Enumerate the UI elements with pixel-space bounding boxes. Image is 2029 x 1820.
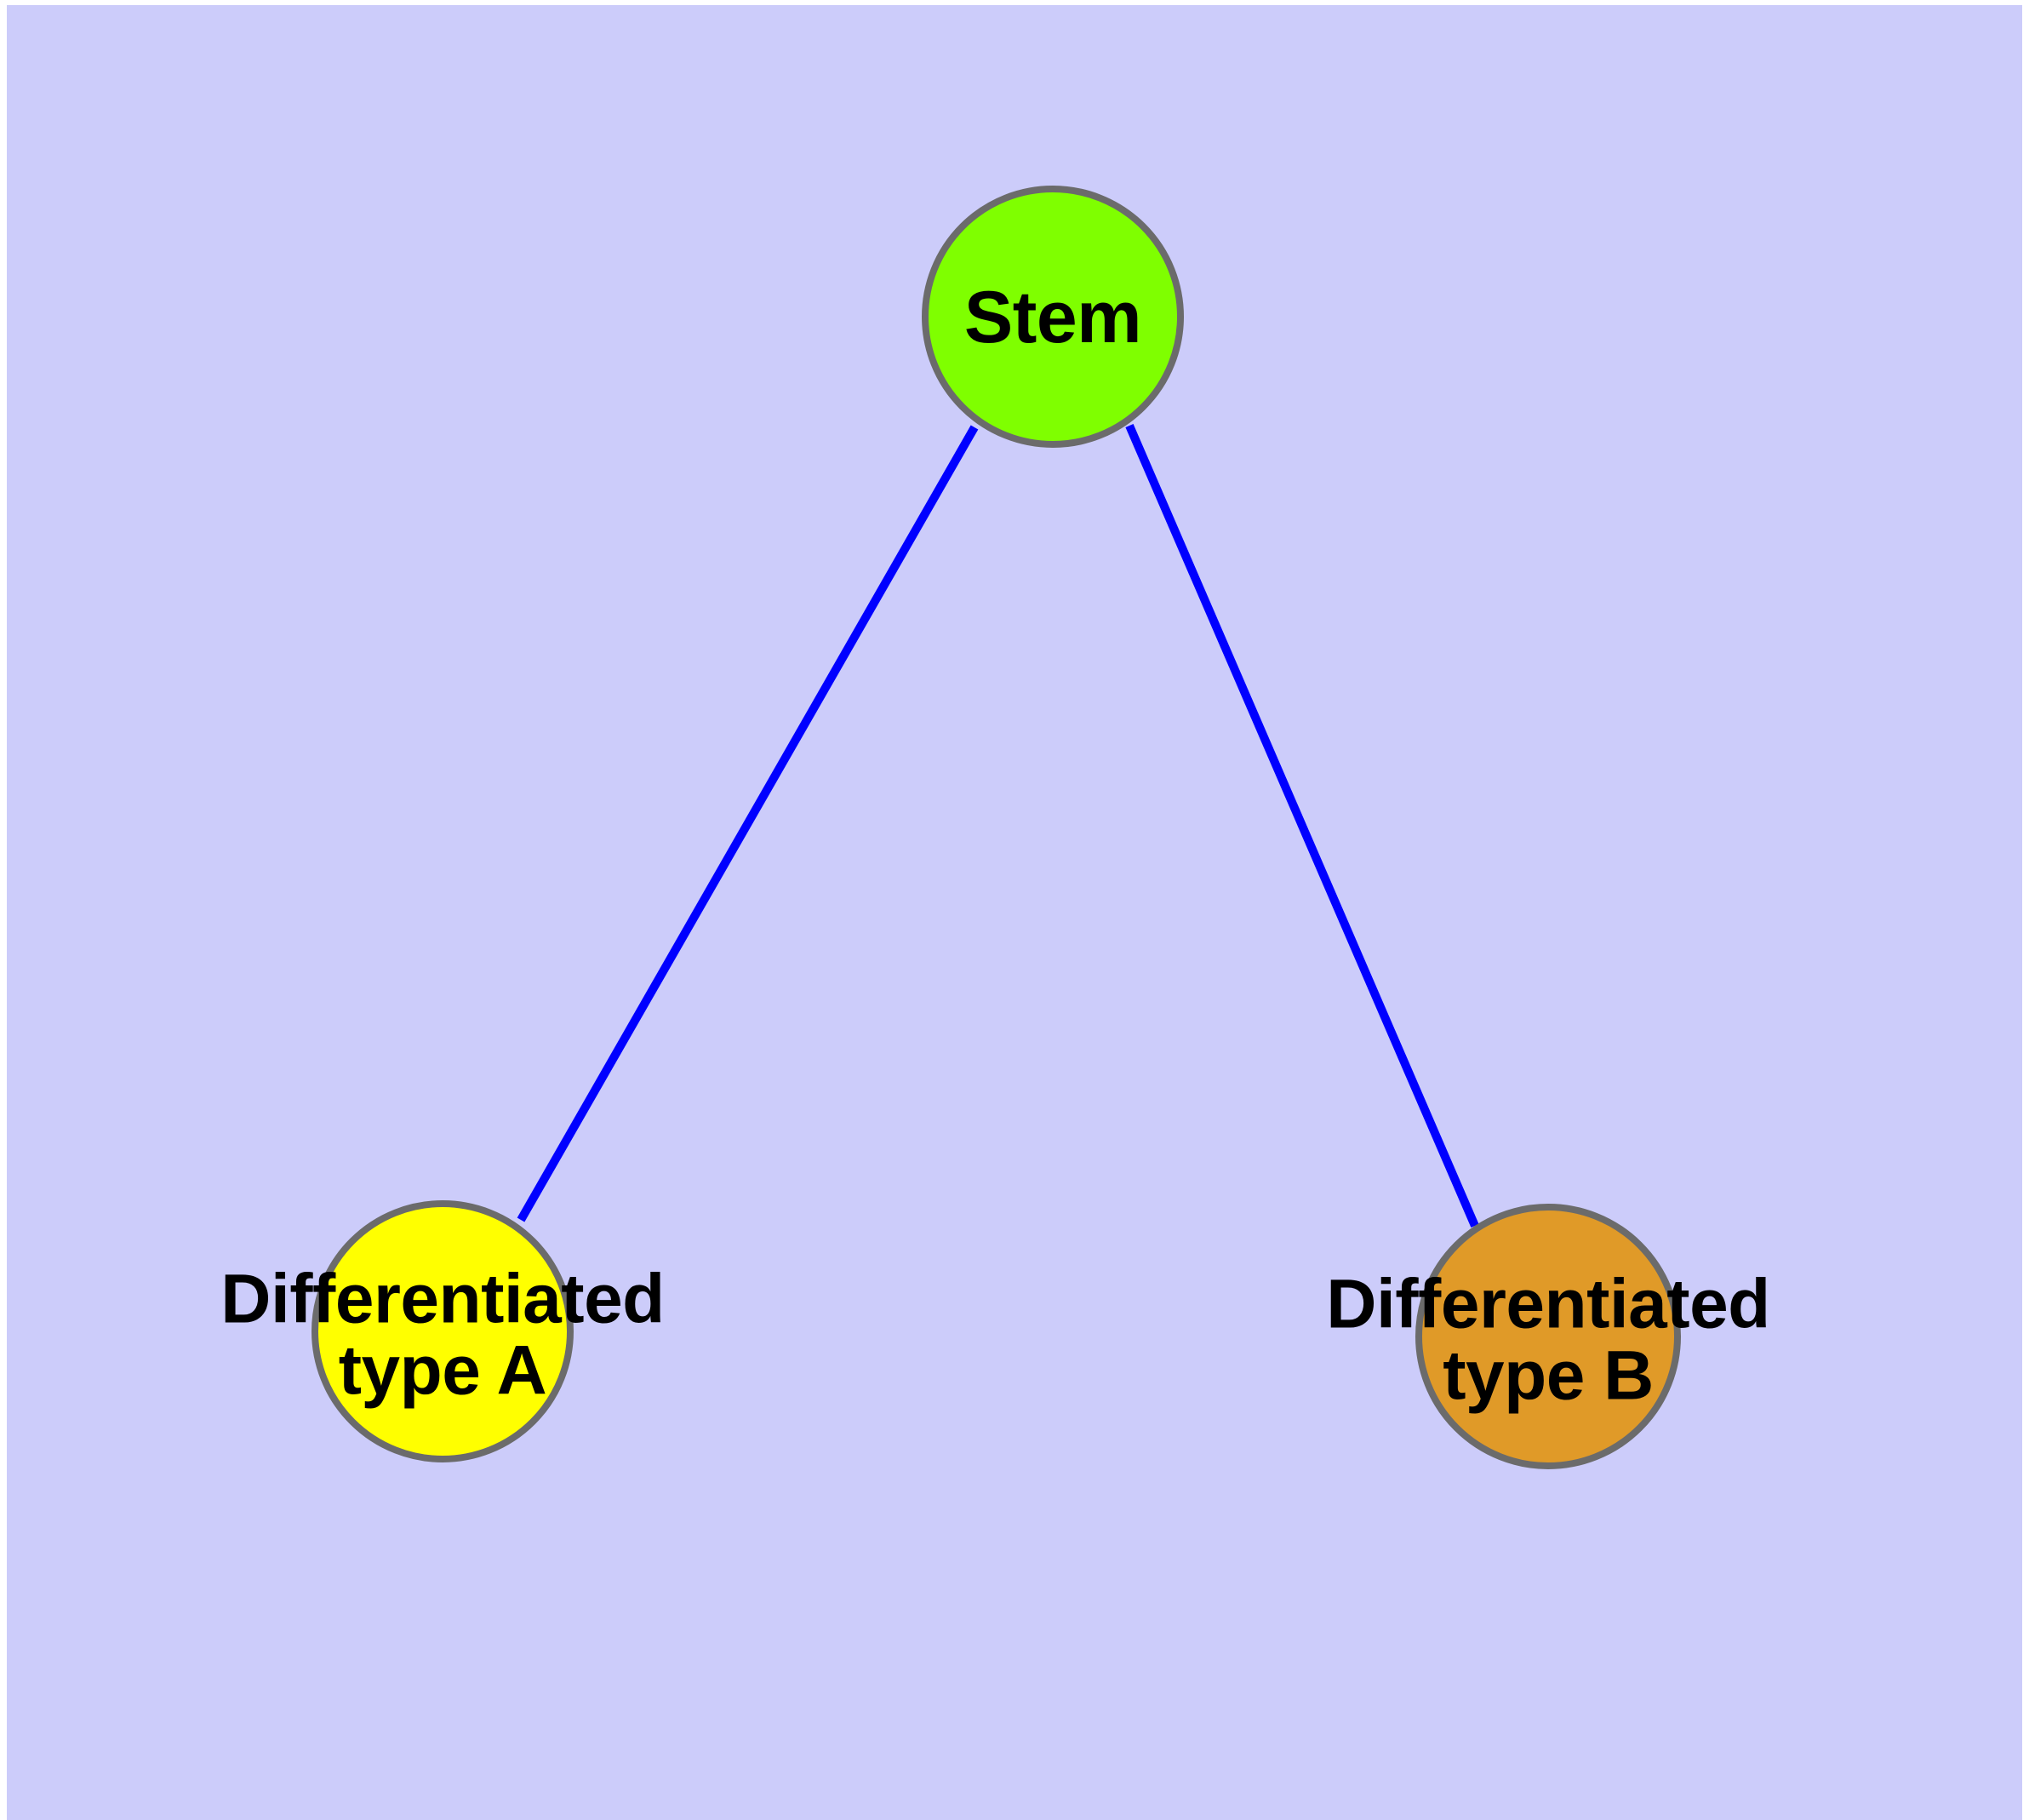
node-circle-stem[interactable]: [922, 186, 1184, 448]
node-circle-differentiated-type-b[interactable]: [1415, 1204, 1681, 1469]
edge-stem-to-differentiated-type-a[interactable]: [517, 425, 979, 1222]
edge-stem-to-differentiated-type-b[interactable]: [1125, 424, 1479, 1228]
node-circle-differentiated-type-a[interactable]: [311, 1200, 574, 1462]
